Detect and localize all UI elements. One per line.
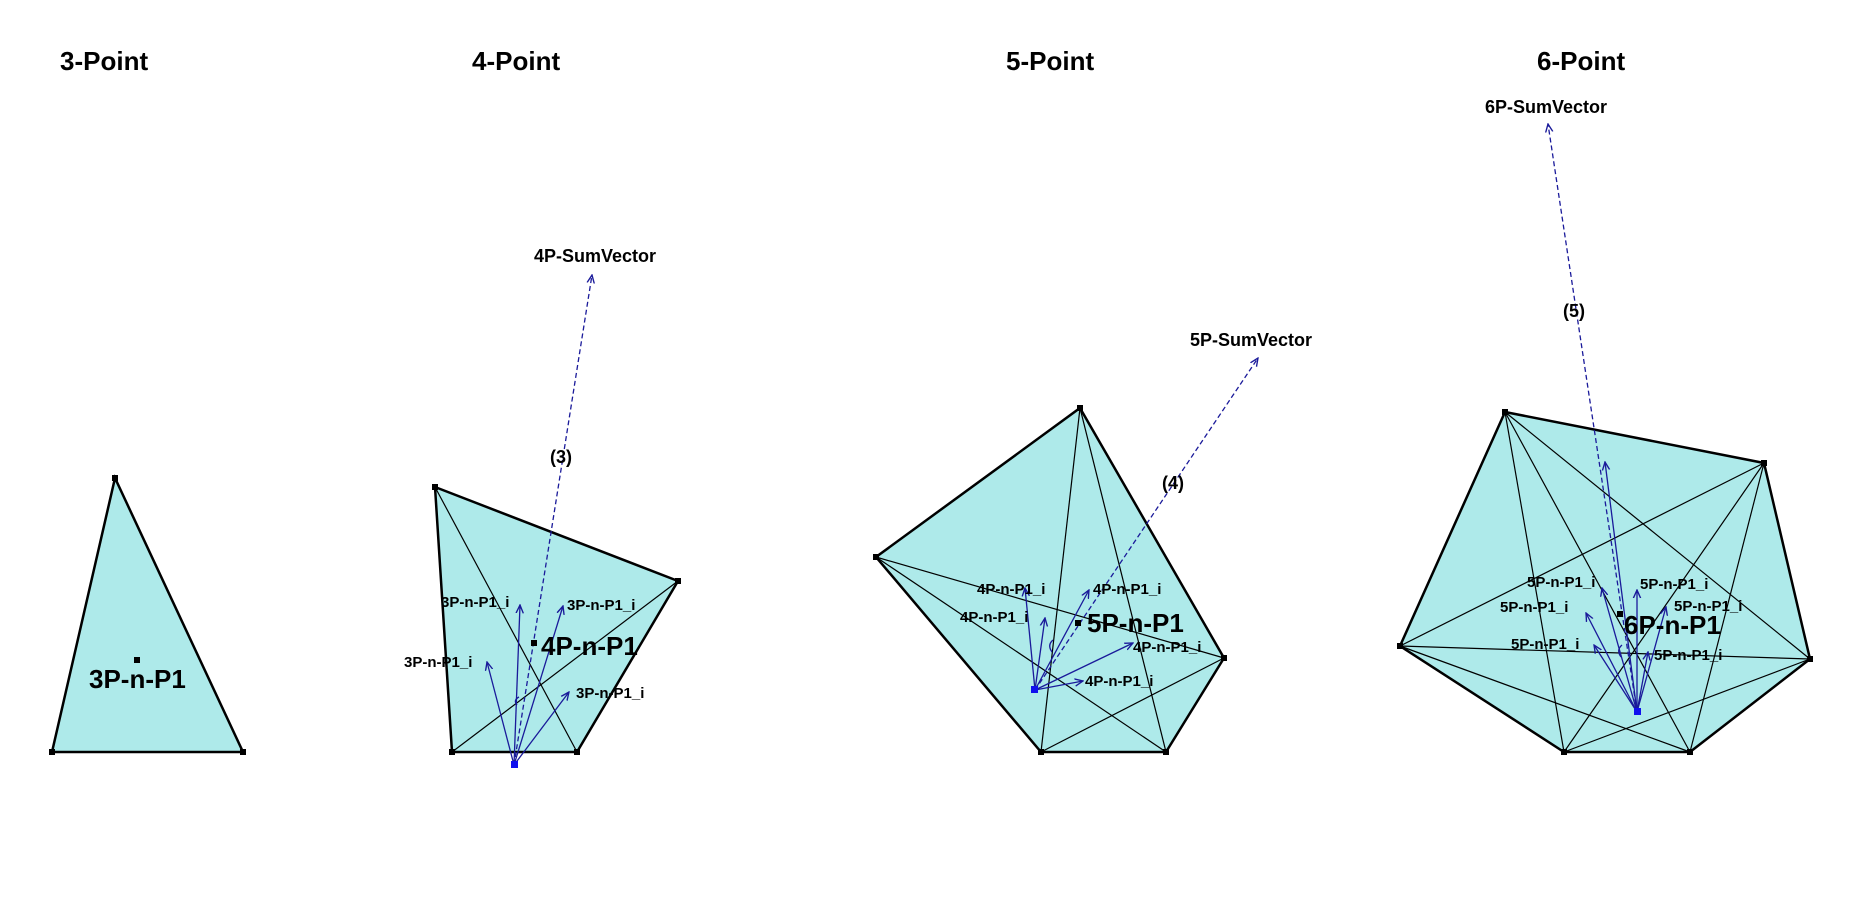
panel-5-point: 5-Point 5P-n-P1 5P-SumVector (4) 4P-n-P1… (873, 46, 1312, 755)
centroid-point (134, 657, 140, 663)
sub-centroid-label: 5P-n-P1_i (1500, 599, 1568, 616)
centroid-point (531, 640, 537, 646)
sum-vector-label: 6P-SumVector (1485, 97, 1607, 117)
vertex (1561, 749, 1567, 755)
resultant-marker (514, 696, 520, 706)
diagonal-line (1399, 645, 1691, 753)
panel-title: 6-Point (1537, 46, 1625, 76)
vertex (1038, 749, 1044, 755)
sum-vector-arrow (513, 275, 592, 766)
diagonal-line (1399, 645, 1811, 660)
partial-sum-arrow (1605, 462, 1638, 713)
quadrilateral-polygon (433, 485, 680, 754)
sub-vector-arrow (513, 606, 563, 766)
sub-vector-arrow (1034, 643, 1133, 691)
vertex (873, 554, 879, 560)
vertex (1807, 656, 1813, 662)
vertex (432, 484, 438, 490)
diagonal-line (1040, 657, 1225, 753)
panel-title: 4-Point (472, 46, 560, 76)
triangle-polygon (50, 474, 245, 754)
vertex (49, 749, 55, 755)
diagonal-line (1040, 407, 1081, 753)
sub-vector-arrow (1034, 590, 1089, 691)
origin-point (1031, 686, 1038, 693)
vertex (574, 749, 580, 755)
vertex (449, 749, 455, 755)
diagonal-line (1689, 462, 1765, 753)
origin-point (511, 761, 518, 768)
vertex (1221, 655, 1227, 661)
step-label: (5) (1563, 301, 1585, 321)
sub-centroid-label: 3P-n-P1_i (404, 654, 472, 671)
sub-centroid-label: 4P-n-P1_i (1093, 581, 1161, 598)
resultant-marker (1618, 644, 1623, 658)
sub-vector-arrow (1034, 618, 1045, 691)
sub-centroid-label: 5P-n-P1_i (1674, 598, 1742, 615)
vertex (1163, 749, 1169, 755)
sub-vector-arrow (1034, 681, 1083, 691)
vertex (1077, 405, 1083, 411)
vertex (1397, 643, 1403, 649)
pentagon-polygon (874, 406, 1226, 754)
sub-centroid-label: 5P-n-P1_i (1640, 576, 1708, 593)
diagonal-line (1504, 411, 1691, 753)
panel-3-point: 3-Point 3P-n-P1 (49, 46, 246, 755)
vertex (112, 475, 118, 481)
panel-title: 5-Point (1006, 46, 1094, 76)
sum-vector-label: 4P-SumVector (534, 246, 656, 266)
sub-vector-arrow (513, 692, 569, 766)
vertex (675, 578, 681, 584)
diagonal-line (1563, 658, 1811, 753)
sub-centroid-label: 4P-n-P1_i (1085, 673, 1153, 690)
vertex (1687, 749, 1693, 755)
sub-vector-arrow (1025, 588, 1036, 691)
sub-vector-arrow (1636, 607, 1666, 713)
panel-4-point: 4-Point 4P-n-P1 4P-SumVector (3) 3P-n-P1… (404, 46, 681, 768)
sub-vector-arrow (1594, 645, 1638, 713)
diagonal-line (451, 580, 679, 753)
step-label: (3) (550, 447, 572, 467)
centroid-label: 5P-n-P1 (1087, 608, 1184, 638)
diagonal-line (1504, 411, 1811, 660)
diagonal-line (434, 486, 578, 753)
sub-centroid-label: 5P-n-P1_i (1511, 636, 1579, 653)
step-label: (4) (1162, 473, 1184, 493)
sub-vector-arrow (1636, 652, 1648, 713)
centroid-label: 6P-n-P1 (1624, 610, 1721, 640)
vertex (1502, 409, 1508, 415)
diagonal-line (1399, 462, 1765, 647)
centroid-label: 3P-n-P1 (89, 664, 186, 694)
sub-centroid-label: 4P-n-P1_i (977, 581, 1045, 598)
centroid-label: 4P-n-P1 (541, 631, 638, 661)
sub-vector-arrow (513, 605, 520, 766)
diagonal-line (875, 556, 1225, 659)
centroid-point (1617, 611, 1623, 617)
panel-title: 3-Point (60, 46, 148, 76)
vertex (1761, 460, 1767, 466)
sub-vector-arrow (1586, 613, 1638, 713)
sub-centroid-label: 5P-n-P1_i (1654, 647, 1722, 664)
sub-centroid-label: 3P-n-P1_i (567, 597, 635, 614)
resultant-marker (1049, 639, 1054, 653)
sub-centroid-label: 5P-n-P1_i (1527, 574, 1595, 591)
sub-vector-arrow (487, 662, 515, 766)
vertex (240, 749, 246, 755)
diagonal-line (1504, 411, 1565, 753)
sum-vector-label: 5P-SumVector (1190, 330, 1312, 350)
panel-6-point: 6-Point 6P-n-P1 6P-SumVector (5) 5P-n-P1… (1397, 46, 1813, 755)
sub-centroid-label: 3P-n-P1_i (576, 685, 644, 702)
centroid-point (1075, 620, 1081, 626)
origin-point (1634, 708, 1641, 715)
sub-centroid-label: 4P-n-P1_i (1133, 639, 1201, 656)
sub-centroid-label: 3P-n-P1_i (441, 594, 509, 611)
sub-centroid-label: 4P-n-P1_i (960, 609, 1028, 626)
diagonal-line (875, 556, 1167, 753)
sum-vector-arrow (1034, 358, 1258, 691)
